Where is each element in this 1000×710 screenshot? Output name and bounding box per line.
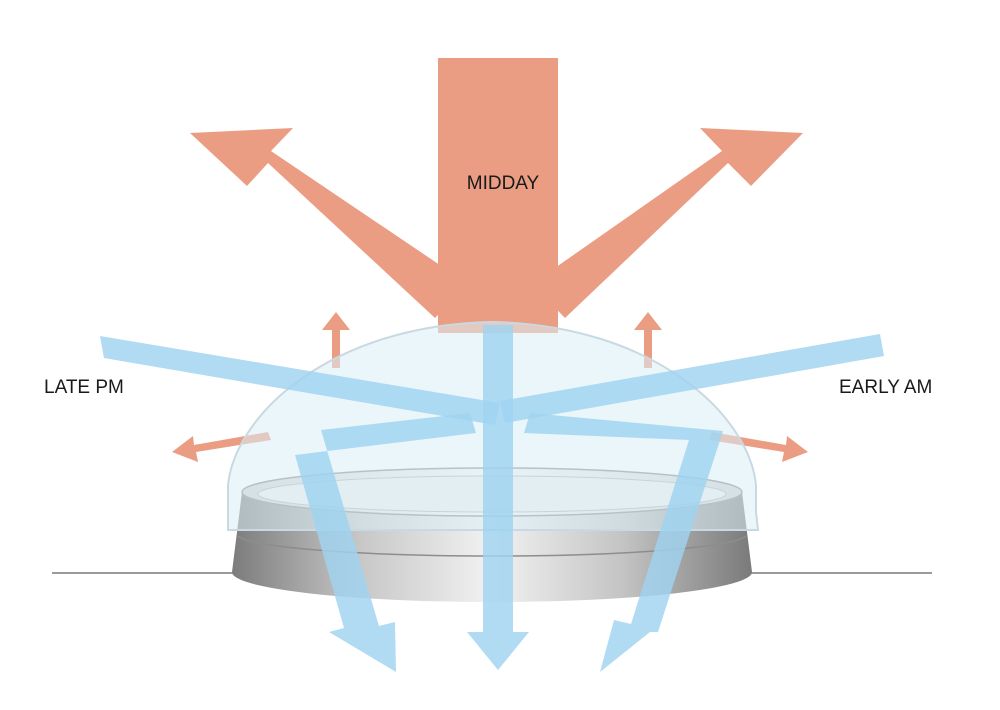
late-pm-label: LATE PM [44, 377, 124, 398]
refracted-arrow-right [524, 413, 723, 672]
late-pm-beam [100, 336, 500, 425]
reflection-arrow-right [532, 128, 803, 318]
small-arrow-up-right [634, 312, 662, 368]
early-am-label: EARLY AM [839, 377, 932, 398]
refracted-arrow-left [295, 413, 476, 672]
midday-label: MIDDAY [467, 173, 540, 194]
reflection-arrow-left [190, 128, 468, 318]
early-am-beam [500, 334, 884, 423]
transmitted-light [100, 325, 884, 672]
reflected-light [172, 58, 808, 462]
small-arrow-up-left [322, 312, 350, 368]
midday-transmitted-arrow [467, 325, 529, 670]
